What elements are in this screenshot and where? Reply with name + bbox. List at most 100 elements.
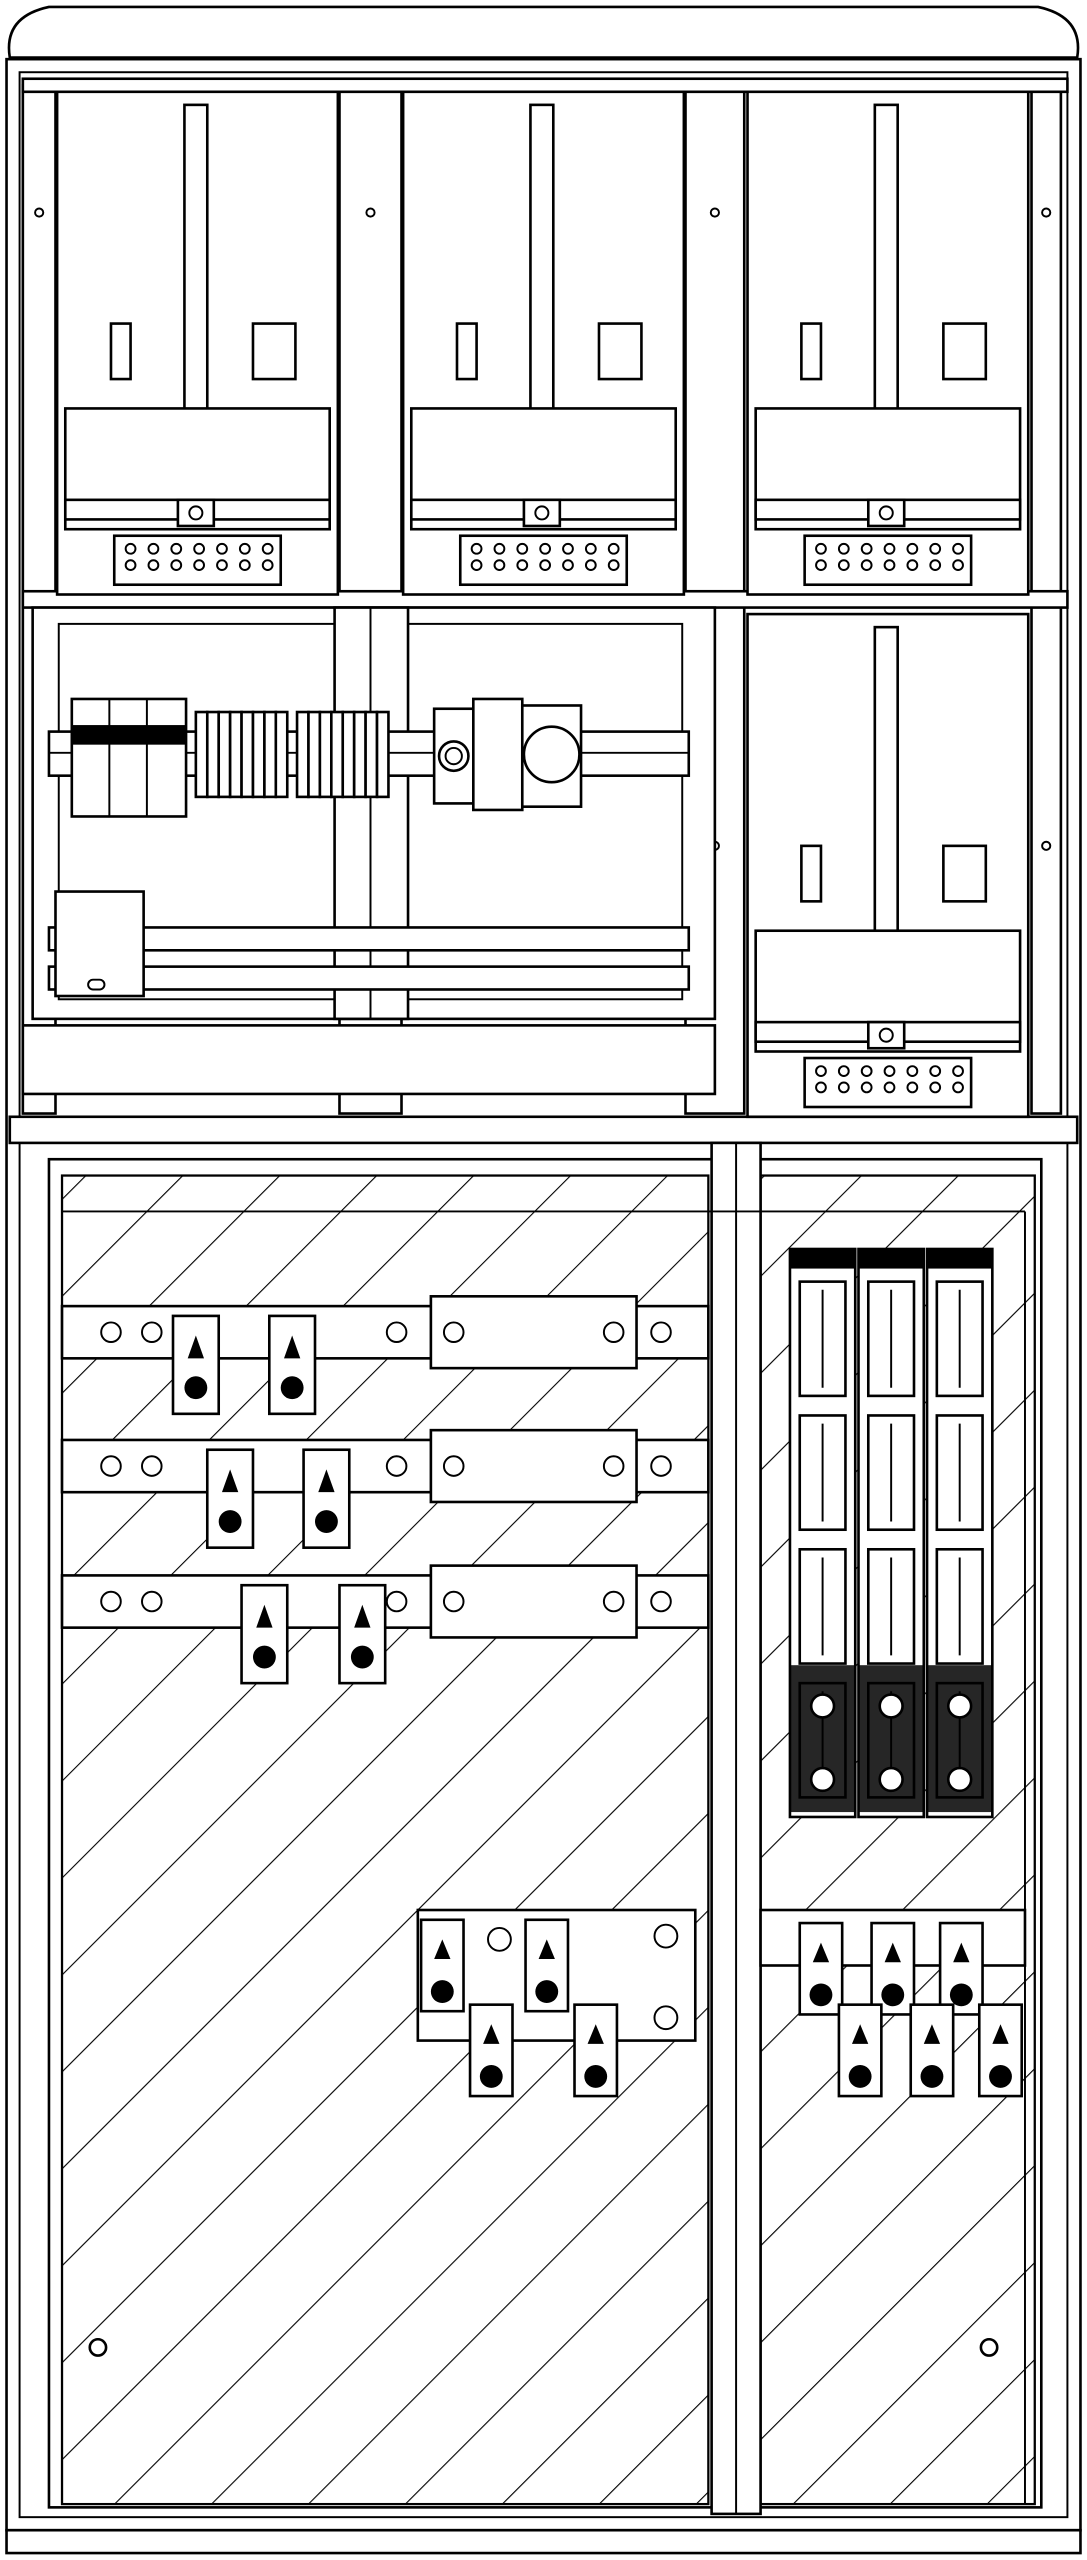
terminal	[318, 710, 333, 799]
bolt-icon	[100, 1455, 122, 1477]
terminal-hole	[815, 1081, 827, 1094]
bolt-icon	[650, 1321, 672, 1344]
terminal-hole	[562, 542, 574, 555]
terminal	[307, 710, 322, 799]
terminal	[330, 710, 345, 799]
terminal-hole	[860, 1081, 873, 1094]
terminal	[263, 710, 278, 799]
top-rail	[21, 77, 1069, 94]
busbar-terminal	[205, 1448, 255, 1549]
terminal-hole	[216, 559, 228, 572]
terminal-hole	[929, 542, 942, 555]
terminal-hole	[147, 542, 160, 555]
bolt-icon	[141, 1590, 163, 1613]
terminal-hole	[516, 559, 529, 572]
terminal-clamp	[798, 1921, 844, 2016]
roof-cap	[7, 5, 1080, 59]
bolt-icon	[602, 1455, 625, 1477]
terminal-hole	[837, 542, 850, 555]
window-slot	[942, 844, 988, 903]
terminal-hole	[952, 542, 964, 555]
busbar-clamp	[429, 1564, 638, 1639]
screw-icon	[1041, 207, 1052, 218]
window-slot	[251, 322, 297, 381]
bolt-icon	[385, 1455, 408, 1477]
terminal-hole	[584, 559, 597, 572]
terminal-hole	[493, 542, 506, 555]
window-slot	[597, 322, 643, 381]
junction-box	[54, 890, 145, 998]
terminal-hole	[261, 542, 274, 555]
terminal-hole	[929, 1081, 942, 1094]
terminal-hole	[860, 542, 873, 555]
terminal-hole	[607, 559, 620, 572]
terminal	[217, 710, 232, 799]
terminal	[194, 710, 209, 799]
terminal-hole	[883, 1081, 896, 1094]
terminal	[295, 710, 310, 799]
terminal-clamp	[870, 1921, 916, 2016]
terminal-hole	[837, 1065, 850, 1077]
meter-panel	[401, 90, 686, 596]
cabinet-base	[5, 2528, 1082, 2555]
terminal-hole	[883, 1065, 896, 1077]
terminal-hole	[952, 1065, 964, 1077]
bolt-icon	[100, 1590, 122, 1613]
meter-panel	[55, 90, 340, 596]
window-slot	[455, 322, 478, 381]
terminal-hole	[238, 559, 251, 572]
bolt-icon	[442, 1321, 465, 1344]
terminal-clamp	[938, 1921, 984, 2016]
meter-panels	[55, 90, 1030, 1119]
terminal-hole	[929, 559, 942, 572]
fuse-pole	[857, 1247, 926, 1819]
section-divider	[8, 1115, 1079, 1145]
window-slot	[942, 322, 988, 381]
fuse-pole	[788, 1247, 857, 1819]
terminal	[375, 710, 390, 799]
terminal-row	[194, 710, 390, 799]
terminal-hole	[815, 542, 827, 555]
meter-panel	[746, 90, 1030, 596]
busbars	[60, 1295, 710, 1685]
terminal-hole	[929, 1065, 942, 1077]
terminal-hole	[883, 559, 896, 572]
terminal-hole	[883, 542, 896, 555]
terminal-clamp	[573, 2003, 619, 2098]
screw-icon	[709, 207, 720, 218]
bolt-icon	[100, 1321, 122, 1344]
terminal-hole	[216, 542, 228, 555]
terminal-clamp	[468, 2003, 514, 2098]
meter-panel	[746, 612, 1030, 1119]
bolt-icon	[442, 1455, 465, 1477]
terminal-hole	[470, 542, 483, 555]
terminal	[274, 710, 289, 799]
terminal-clamp	[524, 1918, 570, 2013]
terminal-hole	[952, 1081, 964, 1094]
bolt-icon	[487, 1926, 512, 1952]
bolt-icon	[141, 1321, 163, 1344]
terminal-hole	[562, 559, 574, 572]
screw-icon	[1041, 840, 1052, 851]
terminal-hole	[470, 559, 483, 572]
terminal-hole	[584, 542, 597, 555]
terminal-hole	[238, 542, 251, 555]
terminal-clamp	[909, 2003, 955, 2098]
terminal	[228, 710, 243, 799]
screw-icon	[34, 207, 45, 218]
terminal-hole	[607, 542, 620, 555]
busbar-terminal	[302, 1448, 351, 1549]
terminal-hole	[193, 559, 205, 572]
busbar-terminal	[338, 1583, 387, 1685]
socket-outlet	[432, 697, 583, 812]
terminal-hole	[170, 542, 183, 555]
bolt-icon	[650, 1455, 672, 1477]
terminal	[341, 710, 356, 799]
cover-plate-left	[60, 1174, 710, 2506]
terminal-hole	[124, 559, 137, 572]
bolt-icon	[602, 1321, 625, 1344]
bolt-icon	[653, 1923, 679, 1949]
terminal-clamp	[977, 2003, 1024, 2098]
terminal-hole	[906, 1081, 919, 1094]
terminal	[364, 710, 379, 799]
